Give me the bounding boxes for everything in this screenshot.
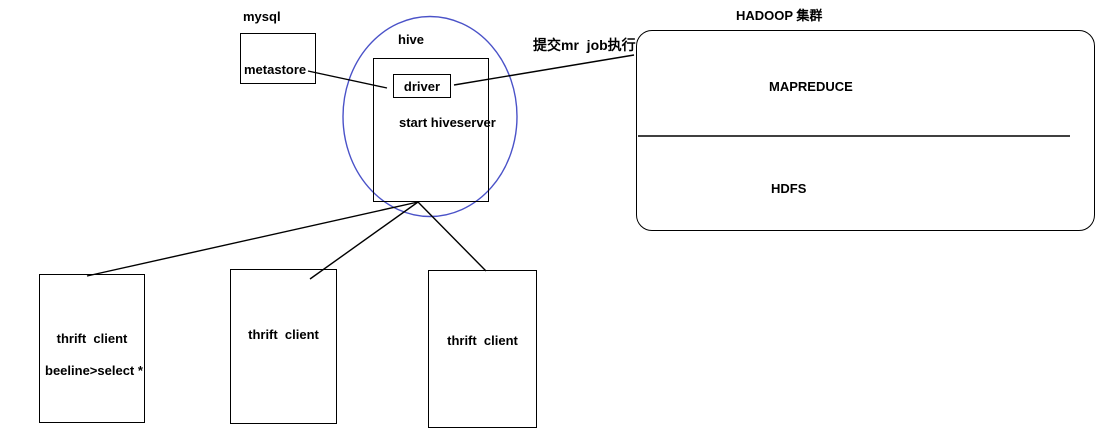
hive-to-client3-line (417, 201, 487, 272)
metastore-label: metastore (244, 62, 307, 77)
hive-label: hive (398, 32, 425, 47)
thrift-client-1-label: thrift client (56, 331, 128, 346)
thrift-client-2-label: thrift client (248, 327, 319, 342)
thrift-client-3-label: thrift client (447, 333, 518, 348)
hive-box (373, 58, 489, 202)
beeline-command-label: beeline>select * (45, 363, 143, 378)
hive-to-client2-line (309, 201, 419, 280)
hadoop-cluster-box (636, 30, 1095, 231)
thrift-client-box-3: thrift client (428, 270, 537, 428)
hive-to-client1-line (86, 201, 419, 277)
hadoop-cluster-title: HADOOP 集群 (736, 8, 823, 23)
hdfs-label: HDFS (771, 181, 807, 196)
mapreduce-label: MAPREDUCE (769, 79, 853, 94)
mysql-box (240, 33, 316, 84)
mysql-label: mysql (243, 9, 281, 24)
driver-box: driver (393, 74, 451, 98)
submit-job-label: 提交mr job执行 (533, 37, 636, 53)
thrift-client-box-2: thrift client (230, 269, 337, 424)
thrift-client-box-1: thrift client beeline>select * (39, 274, 145, 423)
start-hiveserver-label: start hiveserver (399, 115, 496, 130)
hive-ellipse (342, 15, 518, 218)
driver-to-hadoop-line (453, 54, 635, 86)
